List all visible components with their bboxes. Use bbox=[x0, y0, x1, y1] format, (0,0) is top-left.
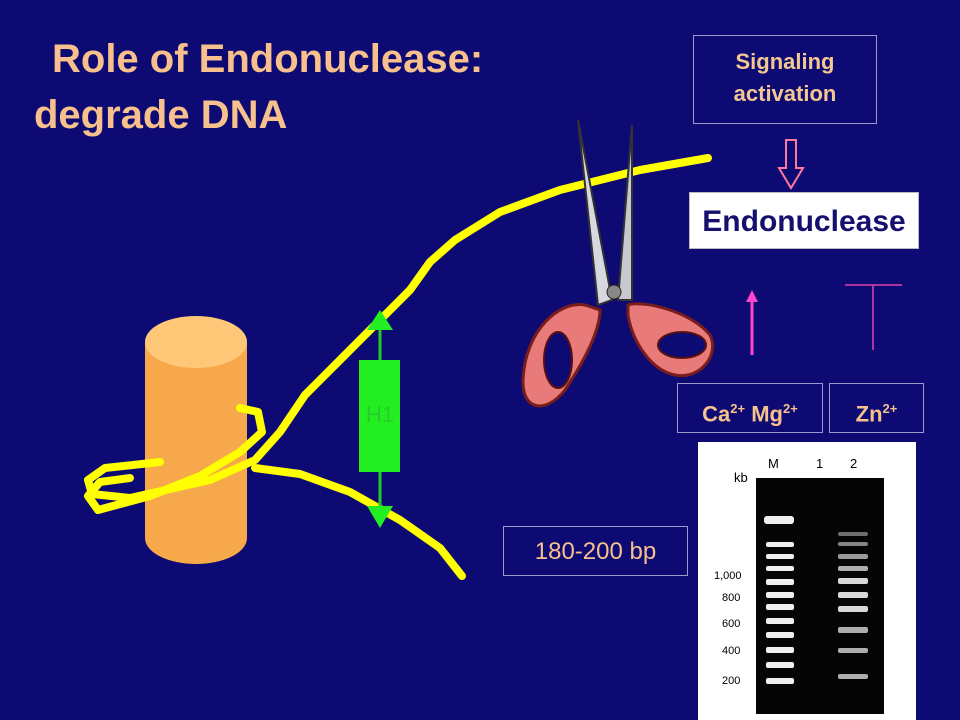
magnesium-symbol: Mg bbox=[751, 401, 783, 427]
slide-title-line1: Role of Endonuclease: bbox=[52, 37, 484, 81]
gel-lane-1: 1 bbox=[816, 456, 824, 471]
zinc-symbol: Zn bbox=[855, 401, 883, 427]
h1-histone bbox=[359, 310, 400, 528]
histone-cylinder bbox=[145, 316, 247, 564]
zinc-box: Zn2+ bbox=[829, 383, 924, 433]
activation-arrow bbox=[746, 290, 758, 355]
calcium-charge: 2+ bbox=[730, 401, 746, 416]
gel-tick-400: 400 bbox=[722, 645, 741, 657]
signaling-line2: activation bbox=[733, 81, 837, 106]
gel-tick-1000: 1,000 bbox=[714, 570, 742, 582]
gel-unit-label: kb bbox=[734, 470, 748, 485]
calcium-symbol: Ca bbox=[702, 401, 731, 427]
endonuclease-box: Endonuclease bbox=[689, 192, 919, 249]
zinc-charge: 2+ bbox=[882, 401, 898, 416]
calcium-magnesium-box: Ca2+ Mg2+ bbox=[677, 383, 823, 433]
scissors-icon bbox=[521, 119, 714, 408]
h1-label: H1 bbox=[365, 402, 395, 427]
slide-title-line2: degrade DNA bbox=[34, 93, 288, 137]
magnesium-charge: 2+ bbox=[783, 401, 798, 416]
fragment-size-box: 180-200 bp bbox=[503, 526, 688, 576]
inhibition-bar bbox=[845, 284, 902, 350]
gel-lanes bbox=[756, 478, 884, 714]
gel-tick-800: 800 bbox=[722, 592, 741, 604]
gel-lane-marker: M bbox=[768, 456, 779, 471]
gel-lane-2: 2 bbox=[850, 456, 858, 471]
gel-tick-200: 200 bbox=[722, 675, 741, 687]
signaling-line1: Signaling bbox=[735, 49, 835, 74]
gel-electrophoresis-image: kb M 1 2 1,000 800 600 400 200 bbox=[698, 442, 916, 720]
gel-tick-600: 600 bbox=[722, 618, 741, 630]
signaling-to-endonuclease-arrow bbox=[777, 139, 805, 190]
signaling-activation-box: Signaling activation bbox=[693, 35, 877, 124]
